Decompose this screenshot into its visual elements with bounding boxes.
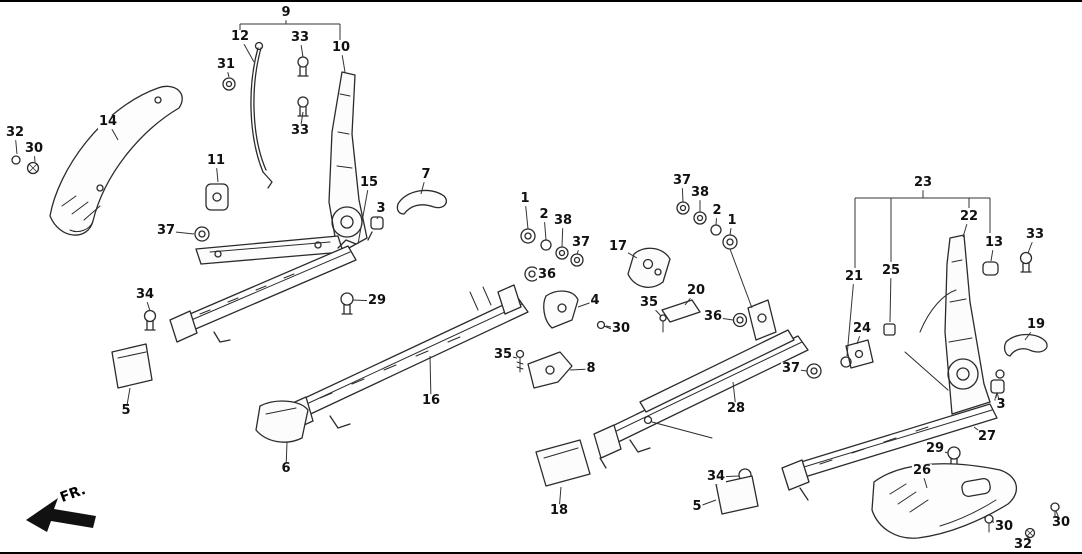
part-nut-cluster-left: [520, 228, 584, 282]
part-cover-6: [255, 400, 309, 443]
part-nut-cluster-right: [676, 201, 738, 250]
leader-bracket-10: [729, 248, 753, 309]
part-rail-center: [285, 284, 529, 431]
part-bolt-34-left: [143, 309, 157, 331]
part-seatback-frame-left: [195, 71, 368, 265]
part-side-cover-right: [871, 463, 1018, 539]
part-knob-13: [982, 251, 1033, 276]
fr-direction-arrow: [26, 498, 96, 532]
part-bolt-33-upper: [297, 56, 309, 117]
part-bracket-17: [627, 247, 671, 288]
part-seatback-frame-right: [904, 234, 991, 415]
part-nut-37-left: [194, 226, 210, 242]
part-handle-19: [990, 333, 1048, 401]
part-bolt-29-left: [340, 292, 354, 315]
part-cover-18: [535, 439, 591, 487]
part-side-cover-left: [49, 85, 183, 236]
part-fasteners-top-left: [11, 155, 40, 175]
part-cover-5-left: [111, 343, 153, 389]
part-handle-7: [367, 189, 448, 241]
part-rail-center-right: [593, 299, 809, 469]
part-bracket-8: [527, 351, 573, 389]
part-bracket-20: [659, 299, 748, 333]
part-screw-35-center: [515, 349, 525, 373]
part-rail-left-upper: [169, 239, 357, 343]
part-fasteners-bottom-right: [984, 502, 1060, 539]
part-brackets-right-inner: [840, 323, 896, 369]
part-small-right-center: [715, 363, 822, 515]
part-bracket-4: [543, 290, 615, 331]
part-rail-right: [781, 403, 998, 501]
part-recliner-rod: [222, 41, 273, 189]
part-bracket-11: [205, 183, 229, 211]
